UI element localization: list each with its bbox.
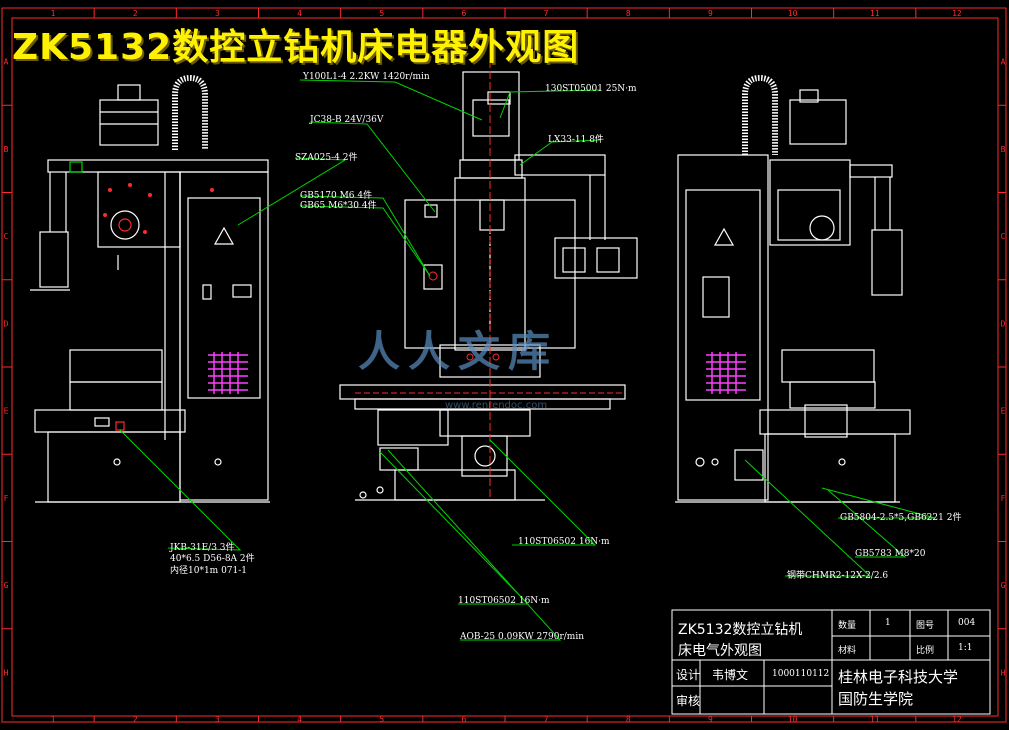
callout-left-bottom-2: 40*6.5 D56-8A 2件 <box>170 554 255 564</box>
callout-gb-bolt-1: GB5170 M6 4件 <box>300 191 373 201</box>
tb-scale-label: 比例 <box>916 646 935 656</box>
tb-designer-label: 设计 <box>676 668 701 682</box>
callout-gb-bolt-2: GB65 M6*30 4件 <box>300 201 377 211</box>
border-zone-letter: H <box>4 668 9 677</box>
border-zone-number: 7 <box>544 9 549 18</box>
border-zone-number: 2 <box>133 9 138 18</box>
border-zone-number: 12 <box>952 715 962 724</box>
border-zone-number: 9 <box>708 715 713 724</box>
callout-sza-lock: SZA025-4 2件 <box>295 153 358 163</box>
border-zone-number: 7 <box>544 715 549 724</box>
border-zone-letter: C <box>1001 232 1006 241</box>
border-zone-number: 1 <box>51 715 56 724</box>
border-zone-number: 8 <box>626 715 631 724</box>
callout-right-2: GB5783 M8*20 <box>855 549 926 559</box>
border-zone-letter: F <box>1001 494 1006 503</box>
border-zone-number: 3 <box>215 9 220 18</box>
border-zone-letter: D <box>4 319 9 328</box>
border-zone-letter: A <box>1001 58 1006 67</box>
border-zone-number: 4 <box>297 9 302 18</box>
border-zone-number: 3 <box>215 715 220 724</box>
watermark-url: www.renrendoc.com <box>445 400 548 411</box>
tb-drawing-name-2: 床电气外观图 <box>678 643 762 659</box>
border-zone-letter: D <box>1001 319 1006 328</box>
callout-left-bottom-3: 内径10*1m 071-1 <box>170 566 248 576</box>
outer-frame <box>1 7 1007 723</box>
border-zone-number: 2 <box>133 715 138 724</box>
tb-scale-value: 1:1 <box>958 643 973 653</box>
border-zone-letter: B <box>4 145 9 154</box>
right-magenta-block <box>706 352 746 394</box>
border-zone-number: 8 <box>626 9 631 18</box>
tb-drawing-no-label: 图号 <box>916 621 935 631</box>
border-zone-number: 9 <box>708 9 713 18</box>
callout-right-3: 钢带CHMR2-12X-2/2.6 <box>787 571 889 581</box>
center-view <box>339 71 638 501</box>
border-zone-number: 11 <box>870 9 880 18</box>
left-view <box>30 74 270 503</box>
border-zone-number: 12 <box>952 9 962 18</box>
tb-drawing-name-1: ZK5132数控立钻机 <box>678 622 803 638</box>
border-zone-letter: H <box>1001 668 1006 677</box>
border-zone-number: 6 <box>462 715 467 724</box>
border-zone-letter: E <box>1001 407 1006 416</box>
border-zone-number: 11 <box>870 715 880 724</box>
border-zone-letter: G <box>1001 581 1006 590</box>
tb-review-label: 审核 <box>676 694 701 708</box>
border-zone-letter: B <box>1001 145 1006 154</box>
callout-right-1: GB5804-2.5*5,GB6221 2件 <box>840 513 962 523</box>
border-zone-number: 6 <box>462 9 467 18</box>
border-zone-number: 10 <box>788 9 798 18</box>
left-magenta-block <box>208 352 248 394</box>
tb-qty-value: 1 <box>885 618 891 628</box>
tb-designer-name: 韦博文 <box>712 668 749 682</box>
tb-drawing-no-value: 004 <box>958 618 976 628</box>
border-ticks <box>2 8 1006 722</box>
border-zone-number: 5 <box>379 715 384 724</box>
watermark-text: 人人文库 <box>358 327 559 376</box>
tb-material-label: 材料 <box>838 646 857 656</box>
border-zone-letter: F <box>4 494 9 503</box>
border-zone-letter: E <box>4 407 9 416</box>
callout-servo-top: 130ST05001 25N·m <box>545 84 637 94</box>
callout-lx-switch: LX33-11 8件 <box>548 135 604 145</box>
center-red-lines <box>355 60 625 500</box>
callout-servo-low: 110ST06502 16N·m <box>458 596 550 606</box>
callout-jc-transformer: JC38-B 24V/36V <box>310 115 384 125</box>
tb-qty-label: 数量 <box>838 621 857 631</box>
leader-lines <box>119 79 936 641</box>
border-zone-number: 1 <box>51 9 56 18</box>
callout-servo-mid: 110ST06502 16N·m <box>518 537 610 547</box>
right-view <box>675 74 911 503</box>
border-zone-number: 4 <box>297 715 302 724</box>
left-red-dots <box>103 183 214 234</box>
border-zone-letter: A <box>4 58 9 67</box>
border-zone-letter: C <box>4 232 9 241</box>
border-zone-letter: G <box>4 581 9 590</box>
callout-left-bottom-1: JKB-31E/3 3件 <box>170 543 235 553</box>
drawing-title: ZK5132数控立钻机床电器外观图 <box>12 27 580 68</box>
title-block-frame <box>671 609 991 715</box>
tb-school-1: 桂林电子科技大学 <box>838 668 959 686</box>
callout-pump: AOB-25 0.09KW 2790r/min <box>460 632 585 642</box>
border-zone-number: 10 <box>788 715 798 724</box>
callout-motor-spec: Y100L1-4 2.2KW 1420r/min <box>303 72 430 82</box>
border-zone-number: 5 <box>379 9 384 18</box>
tb-designer-id: 1000110112 <box>772 669 830 679</box>
tb-school-2: 国防生学院 <box>838 690 914 708</box>
